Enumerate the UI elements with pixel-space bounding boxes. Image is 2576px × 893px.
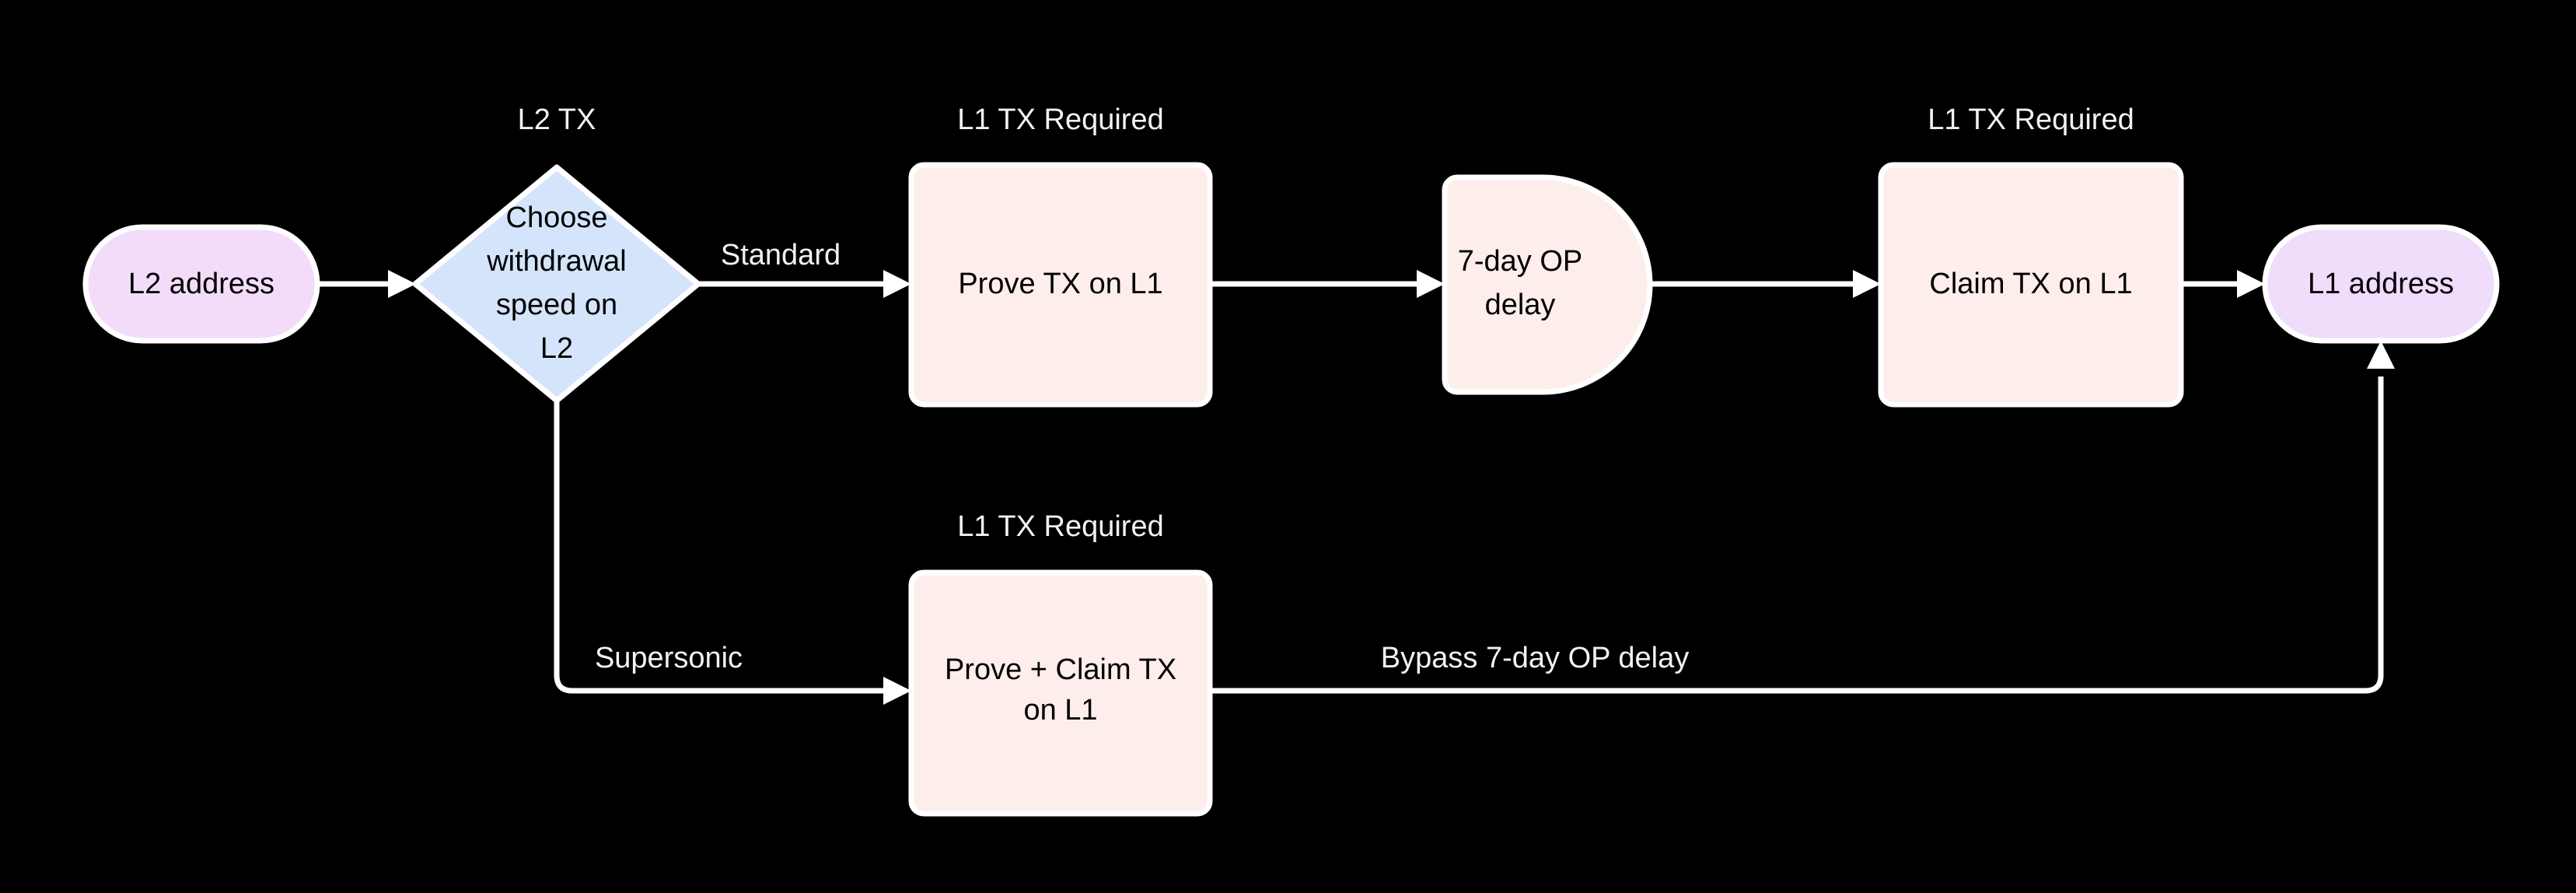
node-l1-address[interactable]: L1 address (2262, 224, 2500, 344)
prove-claim-line-1: Prove + Claim TX (945, 653, 1176, 686)
node-choose-withdrawal-speed[interactable]: Choose withdrawal speed on L2 (412, 164, 701, 404)
node-l2-address[interactable]: L2 address (82, 224, 320, 344)
choose-line-1: Choose (506, 201, 608, 234)
edge-line (554, 401, 893, 694)
node-claim-tx-on-l1[interactable]: Claim TX on L1 (1878, 162, 2184, 408)
choose-line-4: L2 (540, 332, 573, 365)
node-op-delay[interactable]: 7-day OP delay (1442, 174, 1653, 395)
edge-line (1210, 376, 2384, 694)
l2-address-label: L2 address (128, 268, 274, 300)
op-delay-line-2: delay (1485, 289, 1556, 321)
node-prove-claim-tx-on-l1[interactable]: Prove + Claim TX on L1 (908, 569, 1213, 817)
claim-tx-shape[interactable] (1878, 162, 2184, 408)
edge-claim-to-l1-address (2181, 270, 2265, 298)
arrowhead-icon (1853, 270, 1881, 298)
op-delay-shape[interactable] (1442, 174, 1653, 395)
arrowhead-icon (883, 677, 911, 705)
claim-tx-label: Claim TX on L1 (1929, 268, 2132, 300)
title-claim-tx: L1 TX Required (1928, 103, 2134, 136)
edge-label-standard: Standard (721, 239, 841, 271)
edge-decision-to-prove (698, 270, 911, 298)
title-l2-tx: L2 TX (518, 103, 596, 136)
edge-label-bypass: Bypass 7-day OP delay (1381, 642, 1689, 674)
prove-tx-shape[interactable] (908, 162, 1213, 408)
title-prove-claim-tx: L1 TX Required (957, 510, 1163, 543)
prove-claim-line-2: on L1 (1023, 694, 1097, 727)
l1-address-label: L1 address (2308, 268, 2454, 300)
prove-claim-tx-shape[interactable] (908, 569, 1213, 817)
l1-address-shape[interactable] (2262, 224, 2500, 344)
arrowhead-icon (1417, 270, 1445, 298)
choose-line-2: withdrawal (486, 245, 627, 278)
edge-label-supersonic: Supersonic (595, 642, 743, 674)
arrowhead-icon (388, 270, 416, 298)
prove-tx-label: Prove TX on L1 (958, 268, 1162, 300)
edge-delay-to-claim (1650, 270, 1881, 298)
choose-line-3: speed on (496, 289, 617, 321)
arrowhead-icon (2237, 270, 2265, 298)
title-prove-tx: L1 TX Required (957, 103, 1163, 136)
choose-withdrawal-speed-shape[interactable] (412, 164, 701, 404)
node-prove-tx-on-l1[interactable]: Prove TX on L1 (908, 162, 1213, 408)
edge-decision-to-prove-claim (554, 401, 911, 705)
arrowhead-icon (883, 270, 911, 298)
edge-prove-to-delay (1210, 270, 1445, 298)
edge-prove-claim-to-l1-address (1210, 341, 2395, 694)
edge-l2-address-to-decision (317, 270, 416, 298)
arrowhead-icon (2367, 341, 2395, 369)
op-delay-line-1: 7-day OP (1458, 245, 1583, 278)
l2-address-shape[interactable] (82, 224, 320, 344)
